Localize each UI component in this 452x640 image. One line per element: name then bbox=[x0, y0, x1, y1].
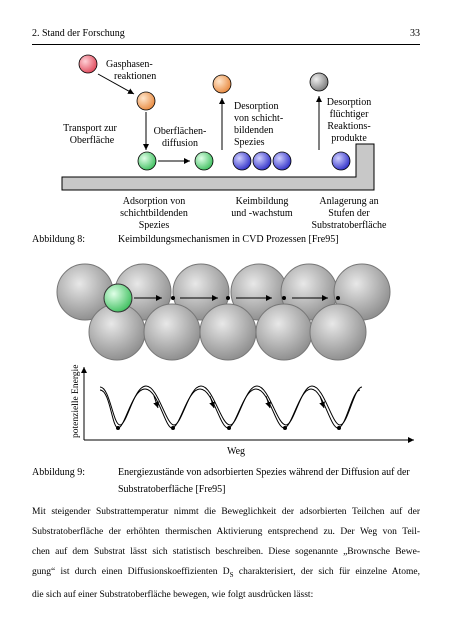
label-desorption-produkte-1: Desorption bbox=[327, 97, 371, 108]
adsorption-site-3 bbox=[282, 296, 286, 300]
diffusing-species bbox=[194, 151, 214, 171]
nucleus-atom-2 bbox=[252, 151, 272, 171]
label-desorption-produkte-3: Reaktions- bbox=[327, 121, 370, 132]
step-attached-atom bbox=[331, 151, 351, 171]
figure-8-caption-label: Abbildung 8: bbox=[32, 234, 86, 245]
bottom-atom-2 bbox=[143, 303, 201, 361]
label-anlagerung-2: Stufen der bbox=[328, 208, 370, 219]
descent-arrow-1 bbox=[153, 395, 159, 409]
label-desorption-spezies-2: von schicht- bbox=[234, 113, 283, 124]
figure-9-diffusion-energy: potenzielle Energie Weg bbox=[56, 263, 414, 457]
energy-minimum-3 bbox=[227, 426, 231, 430]
potential-curve-2 bbox=[99, 385, 363, 426]
gas-phase-molecule bbox=[78, 54, 98, 74]
label-anlagerung-1: Anlagerung an bbox=[319, 196, 378, 207]
nucleus-atom-1 bbox=[232, 151, 252, 171]
energy-minimum-4 bbox=[283, 426, 287, 430]
top-atom-3 bbox=[172, 263, 230, 321]
label-diffusion-2: diffusion bbox=[162, 138, 198, 149]
label-keimbildung-1: Keimbildung bbox=[236, 196, 289, 207]
label-desorption-spezies-1: Desorption bbox=[234, 101, 278, 112]
adsorption-site-2 bbox=[226, 296, 230, 300]
descent-arrow-2 bbox=[209, 395, 215, 409]
figure-8-caption-text: Keimbildungsmechanismen in CVD Prozessen… bbox=[118, 234, 339, 245]
paragraph-line-3: chen auf dem Substrat lässt sich statist… bbox=[32, 547, 420, 557]
adsorbed-adatom bbox=[103, 283, 133, 313]
figure-9-caption-line-1: Energiezustände von adsorbierten Spezies… bbox=[118, 467, 410, 478]
paragraph-line-5: die sich auf einer Substratoberfläche be… bbox=[32, 589, 314, 600]
gas-reaction-arrow bbox=[97, 73, 135, 95]
diffusion-coefficient-subscript: S bbox=[229, 570, 234, 579]
adsorption-site-1 bbox=[171, 296, 175, 300]
adsorption-site-4 bbox=[336, 296, 340, 300]
label-keimbildung-2: und -wachstum bbox=[231, 208, 293, 219]
figure-8-cvd-mechanisms: Gasphasen- reaktionen Transport zur Ober… bbox=[61, 54, 388, 230]
energy-axis-label: potenzielle Energie bbox=[71, 365, 81, 438]
label-adsorption-3: Spezies bbox=[139, 220, 170, 230]
running-header-chapter: 2. Stand der Forschung bbox=[32, 28, 125, 39]
energy-minimum-5 bbox=[337, 426, 341, 430]
label-gasphasen-2: reaktionen bbox=[114, 71, 156, 82]
potential-curve-1 bbox=[99, 388, 361, 429]
substrate-with-step bbox=[61, 143, 375, 191]
label-desorption-produkte-4: produkte bbox=[331, 133, 367, 144]
label-transport-1: Transport zur bbox=[63, 123, 117, 134]
label-transport-2: Oberfläche bbox=[70, 135, 115, 146]
path-axis-label: Weg bbox=[227, 446, 245, 457]
descent-arrow-4 bbox=[319, 395, 325, 409]
paragraph-line-4: gung“ ist durch einen Diffusionskoeffizi… bbox=[32, 562, 420, 585]
bottom-atom-4 bbox=[255, 303, 313, 361]
label-adsorption-1: Adsorption von bbox=[123, 196, 186, 207]
adsorbed-species bbox=[137, 151, 157, 171]
paragraph-line-4-end: charakterisiert, der sich für einzelne A… bbox=[233, 567, 420, 577]
nucleus-atom-3 bbox=[272, 151, 292, 171]
label-desorption-spezies-3: bildenden bbox=[234, 125, 273, 136]
label-diffusion-1: Oberflächen- bbox=[154, 126, 207, 137]
descent-arrow-3 bbox=[265, 395, 271, 409]
label-adsorption-2: schichtbildenden bbox=[120, 208, 188, 219]
desorbed-species bbox=[212, 74, 232, 94]
figure-9-caption-line-2: Substratoberfläche [Fre95] bbox=[118, 484, 226, 495]
paragraph-line-1: Mit steigender Substrattemperatur nimmt … bbox=[32, 507, 420, 517]
label-gasphasen-1: Gasphasen- bbox=[106, 59, 153, 70]
volatile-product bbox=[309, 72, 329, 92]
paragraph-line-2: Substratoberfläche der erhöhten thermisc… bbox=[32, 527, 420, 537]
bottom-atom-5 bbox=[309, 303, 367, 361]
reacted-species bbox=[136, 91, 156, 111]
page-number: 33 bbox=[410, 28, 420, 39]
energy-minimum-1 bbox=[116, 426, 120, 430]
header-rule bbox=[32, 44, 420, 45]
energy-minimum-2 bbox=[171, 426, 175, 430]
body-paragraph: Mit steigender Substrattemperatur nimmt … bbox=[32, 502, 420, 605]
label-desorption-spezies-4: Spezies bbox=[234, 137, 265, 148]
bottom-atom-3 bbox=[199, 303, 257, 361]
label-desorption-produkte-2: flüchtiger bbox=[330, 109, 370, 120]
figure-9-caption-label: Abbildung 9: bbox=[32, 467, 86, 478]
label-anlagerung-3: Substratoberfläche bbox=[312, 220, 388, 230]
paragraph-line-4-start: gung“ ist durch einen Diffusionskoeffizi… bbox=[32, 567, 230, 577]
